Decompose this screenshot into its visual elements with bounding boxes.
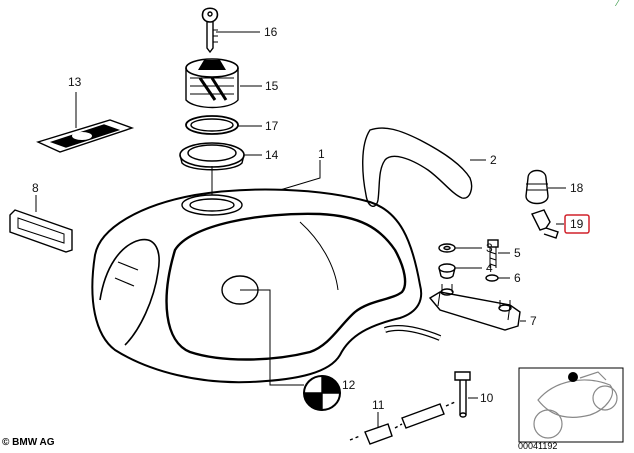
mounting-bracket[interactable] bbox=[428, 284, 521, 331]
label-14[interactable]: 14 bbox=[265, 148, 279, 162]
label-5[interactable]: 5 bbox=[514, 246, 521, 260]
emblem-strip[interactable] bbox=[9, 209, 73, 253]
label-19[interactable]: 19 bbox=[570, 217, 584, 231]
highlight-box-19 bbox=[564, 214, 590, 234]
label-13[interactable]: 13 bbox=[68, 75, 82, 89]
label-3[interactable]: 3 bbox=[486, 241, 493, 255]
filler-ring[interactable] bbox=[179, 142, 245, 171]
leader-lines bbox=[35, 31, 566, 428]
hose-connector[interactable] bbox=[454, 371, 471, 418]
gasket[interactable] bbox=[185, 115, 239, 135]
label-12[interactable]: 12 bbox=[342, 378, 356, 392]
washer[interactable] bbox=[438, 243, 456, 253]
locator-dot bbox=[568, 372, 578, 382]
fuel-cap[interactable] bbox=[185, 58, 239, 109]
label-15[interactable]: 15 bbox=[265, 79, 279, 93]
label-8[interactable]: 8 bbox=[32, 181, 39, 195]
key[interactable] bbox=[201, 7, 219, 54]
label-plate[interactable] bbox=[36, 119, 135, 153]
knee-pad[interactable] bbox=[362, 127, 473, 207]
label-18[interactable]: 18 bbox=[570, 181, 584, 195]
badge[interactable] bbox=[303, 375, 341, 411]
rubber-mount[interactable] bbox=[438, 263, 456, 279]
plug[interactable] bbox=[531, 209, 559, 239]
copyright: © BMW AG bbox=[2, 437, 55, 448]
fuel-tank[interactable] bbox=[91, 188, 423, 384]
doc-number: 00041192 bbox=[518, 441, 558, 451]
fuel-hose[interactable] bbox=[349, 401, 456, 445]
thumbnail-inset bbox=[518, 367, 624, 443]
label-7[interactable]: 7 bbox=[530, 314, 537, 328]
label-17[interactable]: 17 bbox=[265, 119, 279, 133]
corner-mark-icon: ⁄ bbox=[617, 0, 619, 9]
label-2[interactable]: 2 bbox=[490, 153, 497, 167]
label-6[interactable]: 6 bbox=[514, 271, 521, 285]
label-4[interactable]: 4 bbox=[486, 261, 493, 275]
label-1[interactable]: 1 bbox=[318, 147, 325, 161]
label-10[interactable]: 10 bbox=[480, 391, 494, 405]
label-11[interactable]: 11 bbox=[372, 398, 385, 412]
bolt[interactable] bbox=[487, 239, 499, 268]
washer-small[interactable] bbox=[485, 274, 499, 282]
label-16[interactable]: 16 bbox=[264, 25, 278, 39]
rubber-buffer[interactable] bbox=[525, 169, 549, 205]
